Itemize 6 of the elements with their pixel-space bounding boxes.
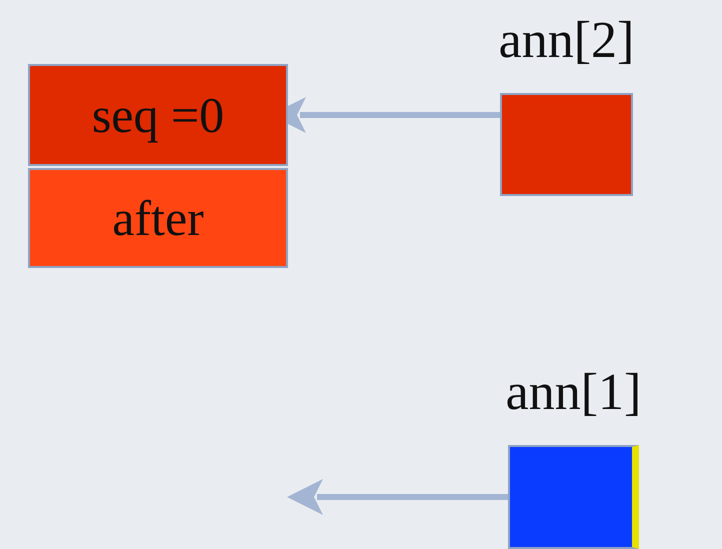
field-label: after [112, 193, 204, 243]
arrow [287, 479, 508, 515]
record-field-box [28, 64, 288, 166]
record-field-box [28, 168, 288, 268]
array-element-label: ann[1] [506, 367, 642, 419]
array-element-label: ann[2] [498, 15, 634, 67]
